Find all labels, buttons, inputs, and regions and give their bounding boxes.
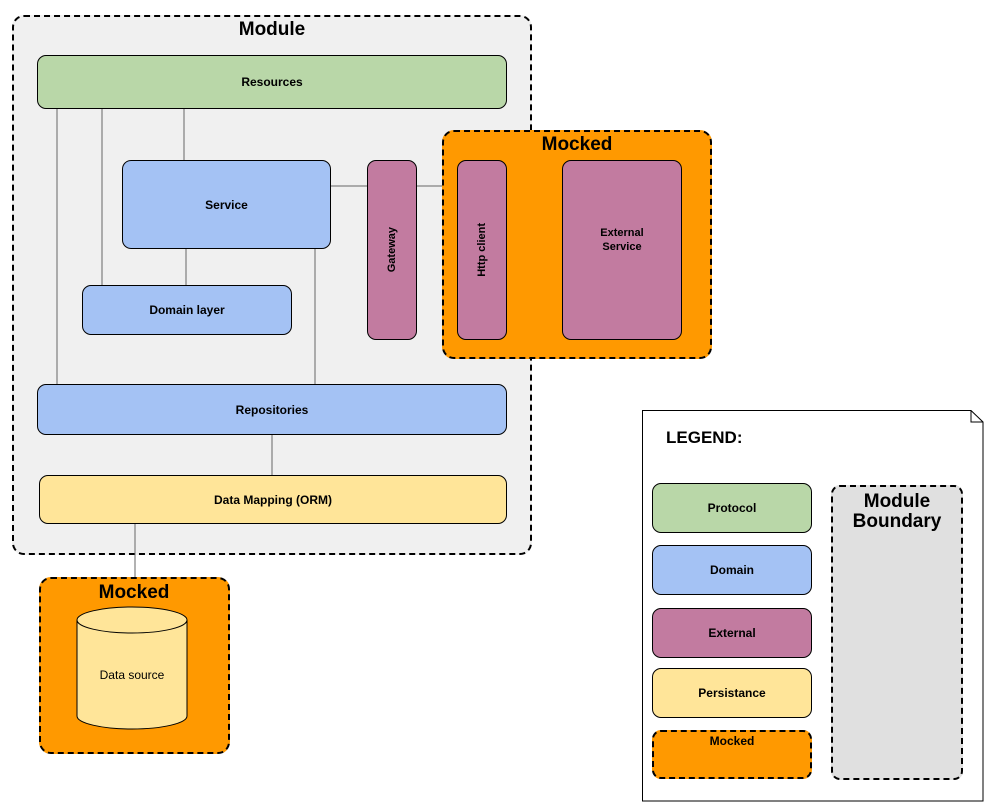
legend-persistance-swatch: Persistance xyxy=(652,668,812,718)
data-source-cylinder xyxy=(76,606,188,730)
legend-domain-label: Domain xyxy=(709,563,754,577)
service-node: Service xyxy=(122,160,331,249)
external-service-node: External Service xyxy=(562,160,682,340)
data-mapping-node: Data Mapping (ORM) xyxy=(39,475,507,524)
legend-protocol-label: Protocol xyxy=(707,501,757,515)
legend-external-label: External xyxy=(708,626,756,640)
data-mapping-label: Data Mapping (ORM) xyxy=(214,492,332,507)
legend-external-swatch: External xyxy=(652,608,812,658)
gateway-label: Gateway xyxy=(386,227,398,273)
legend-module-boundary-label-line2: Boundary xyxy=(852,511,942,532)
http-client-node: Http client xyxy=(457,160,507,340)
legend-mocked-swatch: Mocked xyxy=(652,730,812,779)
domain-layer-label: Domain layer xyxy=(149,303,225,317)
resources-node: Resources xyxy=(37,55,507,109)
legend-module-boundary-swatch: Module Boundary xyxy=(831,485,963,780)
legend-domain-swatch: Domain xyxy=(652,545,812,595)
gateway-node: Gateway xyxy=(367,160,417,340)
legend-title: LEGEND: xyxy=(666,428,743,447)
legend-protocol-swatch: Protocol xyxy=(652,483,812,533)
resources-label: Resources xyxy=(241,75,303,89)
module-title: Module xyxy=(238,19,306,40)
external-service-label-line1: External xyxy=(600,227,644,239)
data-source-label: Data source xyxy=(99,668,165,682)
repositories-label: Repositories xyxy=(235,402,309,417)
external-service-label-line2: Service xyxy=(602,241,642,253)
mocked-data-title: Mocked xyxy=(98,582,170,603)
legend-persistance-label: Persistance xyxy=(698,686,766,700)
repositories-node: Repositories xyxy=(37,384,507,435)
legend-module-boundary-label-line1: Module xyxy=(863,491,931,512)
service-label: Service xyxy=(205,197,248,212)
http-client-label: Http client xyxy=(476,223,488,277)
legend-mocked-label: Mocked xyxy=(709,734,755,748)
mocked-external-title: Mocked xyxy=(541,134,613,155)
domain-layer-node: Domain layer xyxy=(82,285,292,335)
